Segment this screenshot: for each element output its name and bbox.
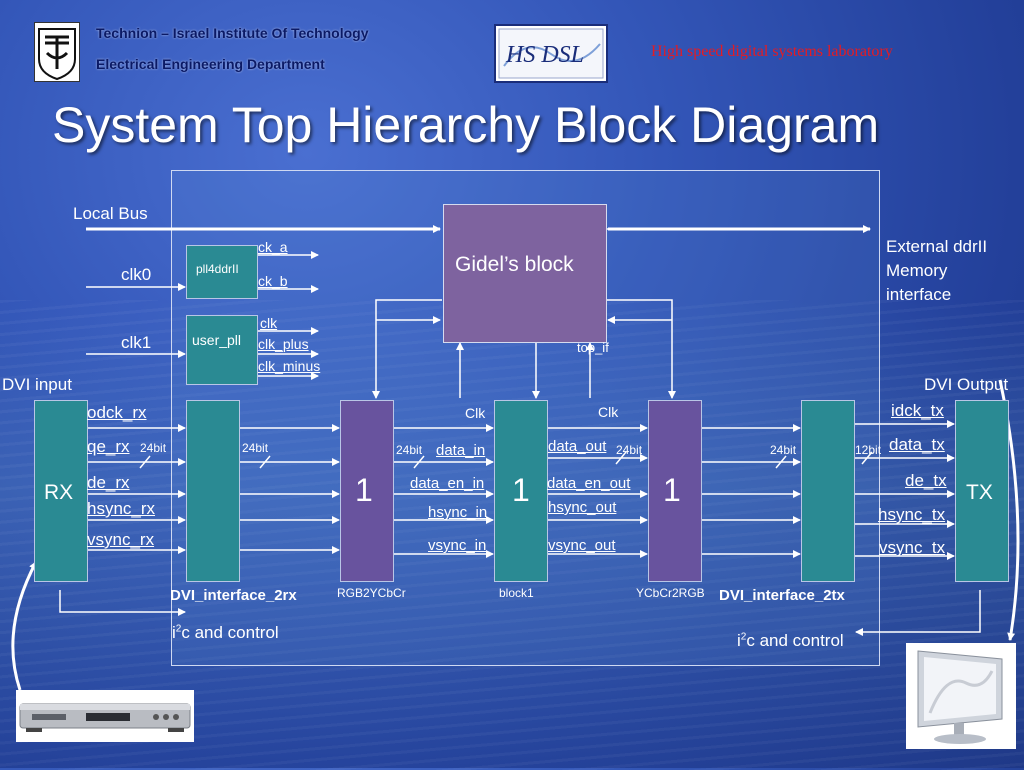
- rx-block: [34, 400, 88, 582]
- block1-in-port-2: hsync_in: [428, 504, 488, 521]
- block1-in-port-0: data_in: [436, 442, 486, 459]
- rgb2ycbcr-num: 1: [355, 472, 373, 508]
- tx-port-2: de_tx: [905, 471, 947, 490]
- tx-block: [955, 400, 1009, 582]
- tx-label: TX: [966, 481, 993, 504]
- rgb2ycbcr-label: RGB2YCbCr: [337, 586, 406, 600]
- rx-port-0: odck_rx: [87, 403, 147, 422]
- technion-logo-icon: [38, 28, 76, 81]
- clk1-label: clk1: [121, 333, 152, 352]
- block1-in-port-1: data_en_in: [410, 475, 485, 492]
- ck-b-label: ck_b: [258, 273, 288, 289]
- rx-port-4: vsync_rx: [87, 530, 155, 549]
- local-bus-label: Local Bus: [73, 204, 148, 223]
- lab-name: High speed digital systems laboratory: [651, 43, 893, 60]
- clk-minus-label: clk_minus: [258, 358, 321, 374]
- ck-a-label: ck_a: [258, 239, 288, 255]
- block1-clk-label: Clk: [465, 405, 486, 421]
- gidel-block: [443, 204, 607, 343]
- block1-in-port-3: vsync_in: [428, 537, 487, 554]
- dvi-interface-2rx-label: DVI_interface_2rx: [170, 587, 297, 604]
- rx-port-2: de_rx: [87, 473, 130, 492]
- ext-memory-line-2: Memory: [886, 261, 948, 280]
- user-pll-label: user_pll: [192, 332, 242, 348]
- dvi2rx-bus-width: 24bit: [242, 441, 269, 455]
- rx-bus-width: 24bit: [140, 441, 167, 455]
- ext-memory-line-1: External ddrII: [886, 237, 988, 256]
- dvi-interface-2tx-block: [801, 400, 855, 582]
- hs-dsl-logo-text: HS DSL: [505, 42, 584, 68]
- i2c-control-right: i2c and control: [737, 631, 844, 650]
- monitor-image: [906, 643, 1016, 749]
- gidel-block-label: Gidel’s block: [455, 253, 574, 276]
- ycbcr2rgb-block: [648, 400, 702, 582]
- top-if-label: top_if: [577, 340, 609, 355]
- i2c-control-left: i2c and control: [172, 623, 279, 642]
- clk-label: clk: [260, 315, 278, 331]
- hs-dsl-logo: HS DSL: [494, 24, 608, 83]
- clk-plus-label: clk_plus: [258, 336, 309, 352]
- block1-block: [494, 400, 548, 582]
- university-name: Technion – Israel Institute Of Technolog…: [96, 25, 369, 41]
- dvi-output-label: DVI Output: [924, 375, 1009, 394]
- block1-bus-width: 24bit: [616, 443, 643, 457]
- department-name: Electrical Engineering Department: [96, 56, 325, 72]
- tx-port-4: vsync_tx: [879, 538, 946, 557]
- dvd-player-image: [16, 690, 194, 742]
- rx-port-3: hsync_rx: [87, 499, 156, 518]
- block1-label: block1: [499, 586, 534, 600]
- page-title: System Top Hierarchy Block Diagram: [52, 97, 880, 153]
- block1-out-port-0: data_out: [548, 438, 607, 455]
- block1-out-port-3: vsync_out: [548, 537, 616, 554]
- dvi-input-label: DVI input: [2, 375, 72, 394]
- block1-num: 1: [512, 472, 530, 508]
- dvi-interface-2tx-label: DVI_interface_2tx: [719, 587, 845, 604]
- block1-out-port-2: hsync_out: [548, 499, 617, 516]
- pll4ddrII-label: pll4ddrII: [196, 262, 239, 276]
- tx-port-0: idck_tx: [891, 401, 944, 420]
- rgb2ycbcr-bus-width: 24bit: [396, 443, 423, 457]
- ycbcr2rgb-bus-width: 24bit: [770, 443, 797, 457]
- user-pll-block: [186, 315, 258, 385]
- ycbcr2rgb-clk-label: Clk: [598, 404, 619, 420]
- rx-label: RX: [44, 481, 74, 504]
- tx-port-3: hsync_tx: [878, 505, 946, 524]
- dvi2tx-bus-width: 12bit: [855, 443, 882, 457]
- ycbcr2rgb-label: YCbCr2RGB: [636, 586, 705, 600]
- pll4ddrII-block: [186, 245, 258, 299]
- ycbcr2rgb-num: 1: [663, 472, 681, 508]
- tx-port-1: data_tx: [889, 435, 945, 454]
- rx-port-1: qe_rx: [87, 437, 130, 456]
- technion-logo: [34, 22, 80, 82]
- rgb2ycbcr-block: [340, 400, 394, 582]
- dvi-interface-2rx-block: [186, 400, 240, 582]
- clk0-label: clk0: [121, 265, 152, 284]
- block1-out-port-1: data_en_out: [547, 475, 631, 492]
- ext-memory-line-3: interface: [886, 285, 952, 304]
